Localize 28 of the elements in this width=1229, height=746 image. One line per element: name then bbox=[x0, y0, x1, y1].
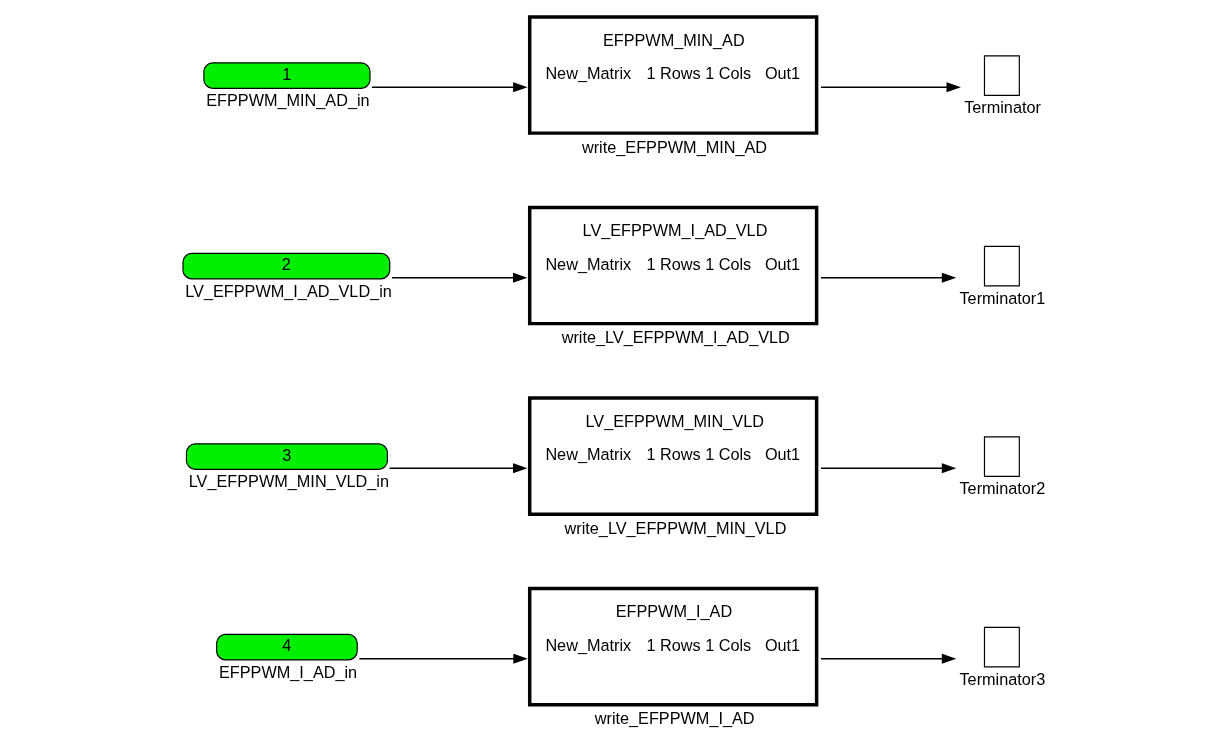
node-box: EFPPWM_I_AD New_Matrix 1 Rows 1 Cols Out1 bbox=[527, 586, 819, 707]
node-label: LV_EFPPWM_I_AD_VLD_in bbox=[185, 281, 392, 300]
node-label: write_LV_EFPPWM_I_AD_VLD bbox=[561, 328, 790, 347]
node-label: Terminator1 bbox=[959, 288, 1046, 307]
node-box: LV_EFPPWM_MIN_VLD New_Matrix 1 Rows 1 Cols Out1 bbox=[527, 396, 819, 516]
node-label: LV_EFPPWM_MIN_VLD_in bbox=[188, 472, 389, 491]
node-box bbox=[983, 55, 1020, 96]
node-box bbox=[983, 626, 1020, 668]
node-label: write_EFPPWM_MIN_AD bbox=[581, 137, 768, 156]
node-label: Terminator2 bbox=[959, 479, 1046, 498]
arrow bbox=[820, 463, 957, 474]
arrow bbox=[820, 272, 957, 283]
arrow bbox=[371, 82, 528, 93]
arrow bbox=[391, 272, 528, 283]
node-box bbox=[983, 436, 1020, 477]
node-label: Terminator3 bbox=[959, 669, 1046, 688]
node-box: LV_EFPPWM_I_AD_VLD New_Matrix 1 Rows 1 Cols Out1 bbox=[527, 205, 819, 326]
node-box bbox=[983, 245, 1020, 287]
node-label: Terminator bbox=[964, 98, 1041, 117]
node-label: write_LV_EFPPWM_MIN_VLD bbox=[564, 518, 787, 537]
node-label: write_EFPPWM_I_AD bbox=[594, 709, 755, 728]
arrow bbox=[358, 653, 528, 664]
node-label: EFPPWM_I_AD_in bbox=[218, 662, 358, 681]
arrow bbox=[388, 463, 528, 474]
arrow bbox=[820, 653, 957, 664]
arrow bbox=[820, 82, 961, 93]
node-label: EFPPWM_MIN_AD_in bbox=[206, 91, 370, 110]
node-box: EFPPWM_MIN_AD New_Matrix 1 Rows 1 Cols Out1 bbox=[527, 15, 819, 135]
